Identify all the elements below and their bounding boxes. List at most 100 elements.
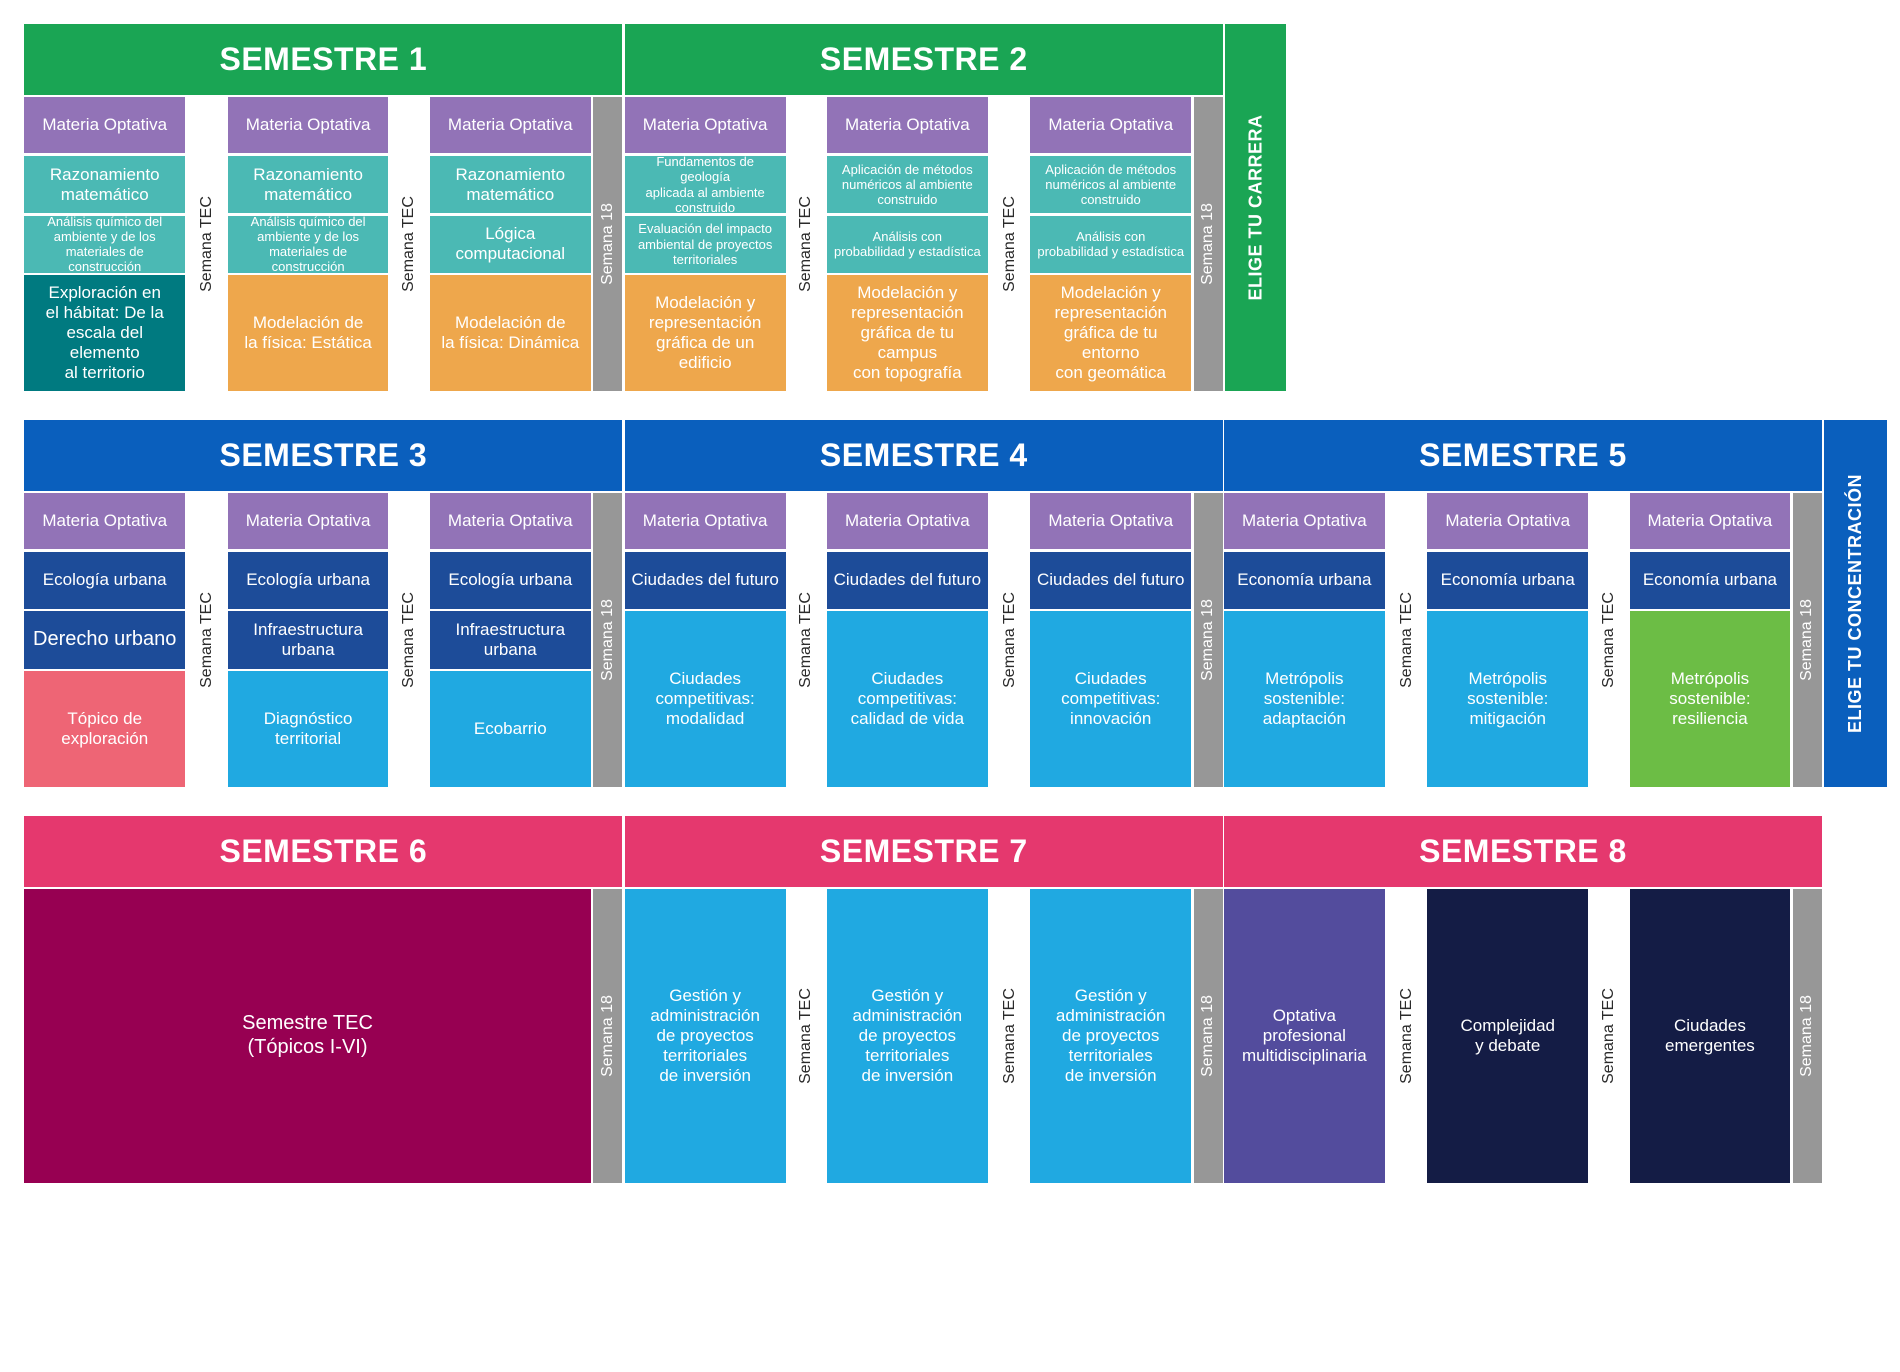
semana-18-text: Semana 18: [598, 203, 616, 286]
course-label: Materia Optativa: [844, 115, 970, 135]
course-ciudades-futuro: Ciudades del futuro: [826, 551, 988, 609]
course-label: Modelación y representación gráfica de u…: [648, 293, 762, 372]
course-label: Infraestructura urbana: [455, 620, 566, 659]
course-topico-exploracion: Tópico de exploración: [24, 671, 186, 787]
course-diagnostico-territorial: Diagnóstico territorial: [227, 671, 389, 787]
course-infraestructura-urbana: Infraestructura urbana: [429, 611, 591, 669]
semana-18-text: Semana 18: [1199, 599, 1217, 681]
semana-tec-text: Semana TEC: [1000, 592, 1018, 688]
semana-tec-text: Semana TEC: [400, 196, 418, 293]
semana-tec-label: Semana TEC: [786, 97, 827, 391]
course-label: Metrópolis sostenible: adaptación: [1262, 669, 1346, 728]
course-label: Materia Optativa: [447, 115, 573, 135]
course-label: Análisis químico del ambiente y de los m…: [250, 215, 366, 273]
course-label: Ciudades del futuro: [1036, 570, 1185, 590]
course-ciudades-futuro: Ciudades del futuro: [1030, 551, 1192, 609]
semana-18-bar: Semana 18: [1193, 493, 1223, 787]
course-economia-urbana: Economía urbana: [1223, 551, 1385, 609]
semana-tec-label: Semana TEC: [1588, 493, 1629, 787]
semana-tec-text: Semana TEC: [797, 196, 815, 293]
course-materia-optativa: Materia Optativa: [1030, 493, 1192, 550]
course-label: Materia Optativa: [42, 115, 168, 135]
course-label: Metrópolis sostenible: resiliencia: [1669, 669, 1751, 728]
semana-18-text: Semana 18: [1798, 994, 1816, 1077]
semana-18-text: Semana 18: [598, 599, 616, 681]
course-modelacion-edificio: Modelación y representación gráfica de u…: [624, 275, 786, 391]
semester-title: SEMESTRE 2: [819, 41, 1028, 78]
course-label: Ecología urbana: [246, 570, 371, 590]
course-materia-optativa: Materia Optativa: [826, 493, 988, 550]
semana-tec-label: Semana TEC: [786, 493, 827, 787]
course-materia-optativa: Materia Optativa: [227, 493, 389, 550]
course-label: Aplicación de métodos numéricos al ambie…: [841, 161, 973, 208]
course-label: Exploración en el hábitat: De la escala …: [45, 283, 164, 382]
course-label: Ciudades competitivas: innovación: [1061, 669, 1161, 728]
course-gestion-proyectos: Gestión y administración de proyectos te…: [624, 889, 786, 1183]
elige-concentracion-text: ELIGE TU CONCENTRACIÓN: [1844, 473, 1865, 733]
course-analisis-quimico: Análisis químico del ambiente y de los m…: [227, 215, 389, 273]
semana-tec-label: Semana TEC: [1588, 889, 1629, 1183]
semester-title: SEMESTRE 4: [819, 436, 1028, 473]
course-label: Ecobarrio: [473, 718, 547, 738]
course-label: Gestión y administración de proyectos te…: [1055, 986, 1166, 1085]
course-label: Análisis con probabilidad y estadística: [833, 228, 981, 260]
course-label: Ciudades competitivas: modalidad: [655, 669, 755, 728]
elige-carrera-bar: ELIGE TU CARRERA: [1225, 24, 1287, 391]
course-fundamentos-geologia: Fundamentos de geología aplicada al ambi…: [624, 155, 786, 214]
semana-tec-text: Semana TEC: [1000, 196, 1018, 293]
course-materia-optativa: Materia Optativa: [826, 97, 988, 154]
course-label: Razonamiento matemático: [49, 164, 160, 204]
course-gestion-proyectos: Gestión y administración de proyectos te…: [1030, 889, 1192, 1183]
semana-18-bar: Semana 18: [1193, 97, 1223, 391]
course-materia-optativa: Materia Optativa: [24, 97, 186, 154]
course-label: Ciudades del futuro: [833, 570, 982, 590]
semana-18-bar: Semana 18: [1792, 889, 1822, 1183]
course-ecologia-urbana: Ecología urbana: [429, 551, 591, 609]
semana-tec-label: Semana TEC: [186, 97, 227, 391]
course-label: Economía urbana: [1440, 570, 1575, 590]
course-label: Optativa profesional multidisciplinaria: [1242, 1006, 1367, 1065]
semester-title: SEMESTRE 1: [219, 41, 428, 78]
course-metropolis-mitigacion: Metrópolis sostenible: mitigación: [1427, 611, 1589, 787]
course-semestre-tec: Semestre TEC (Tópicos I-VI): [24, 889, 591, 1183]
course-label: Economía urbana: [1642, 570, 1778, 590]
semana-tec-text: Semana TEC: [1397, 592, 1415, 688]
semester-header-5: SEMESTRE 5: [1223, 420, 1822, 491]
semester-header-6: SEMESTRE 6: [24, 815, 623, 887]
course-fisica-dinamica: Modelación de la física: Dinámica: [429, 275, 591, 391]
semana-18-text: Semana 18: [1199, 994, 1217, 1077]
course-materia-optativa: Materia Optativa: [1427, 493, 1589, 550]
course-metropolis-adaptacion: Metrópolis sostenible: adaptación: [1223, 611, 1385, 787]
course-metropolis-resiliencia: Metrópolis sostenible: resiliencia: [1629, 611, 1791, 787]
semester-title: SEMESTRE 8: [1419, 832, 1627, 869]
course-label: Materia Optativa: [844, 511, 970, 531]
semester-header-3: SEMESTRE 3: [24, 420, 623, 491]
course-label: Economía urbana: [1237, 570, 1372, 590]
course-evaluacion-impacto: Evaluación del impacto ambiental de proy…: [624, 215, 786, 273]
course-materia-optativa: Materia Optativa: [1030, 97, 1192, 154]
course-materia-optativa: Materia Optativa: [24, 493, 186, 550]
course-materia-optativa: Materia Optativa: [429, 97, 591, 154]
course-label: Materia Optativa: [1241, 511, 1367, 531]
semana-18-text: Semana 18: [598, 994, 616, 1077]
semester-title: SEMESTRE 5: [1419, 436, 1627, 473]
course-complejidad-debate: Complejidad y debate: [1427, 889, 1589, 1183]
semana-18-text: Semana 18: [1798, 599, 1816, 681]
course-label: Aplicación de métodos numéricos al ambie…: [1045, 161, 1177, 208]
semester-header-1: SEMESTRE 1: [24, 24, 623, 95]
course-label: Análisis con probabilidad y estadística: [1037, 228, 1185, 260]
course-razonamiento-matematico: Razonamiento matemático: [24, 155, 186, 214]
course-competitivas-modalidad: Ciudades competitivas: modalidad: [624, 611, 786, 787]
semana-tec-label: Semana TEC: [186, 493, 227, 787]
course-probabilidad: Análisis con probabilidad y estadística: [1030, 215, 1192, 273]
course-fisica-estatica: Modelación de la física: Estática: [227, 275, 389, 391]
semester-header-8: SEMESTRE 8: [1223, 815, 1822, 887]
course-label: Materia Optativa: [1445, 511, 1571, 531]
course-label: Razonamiento matemático: [253, 164, 363, 204]
course-analisis-quimico: Análisis químico del ambiente y de los m…: [24, 215, 186, 273]
semana-18-text: Semana 18: [1199, 203, 1217, 286]
course-label: Ciudades competitivas: calidad de vida: [850, 669, 965, 728]
course-economia-urbana: Economía urbana: [1629, 551, 1791, 609]
semana-tec-label: Semana TEC: [1386, 889, 1427, 1183]
semana-18-bar: Semana 18: [593, 493, 623, 787]
